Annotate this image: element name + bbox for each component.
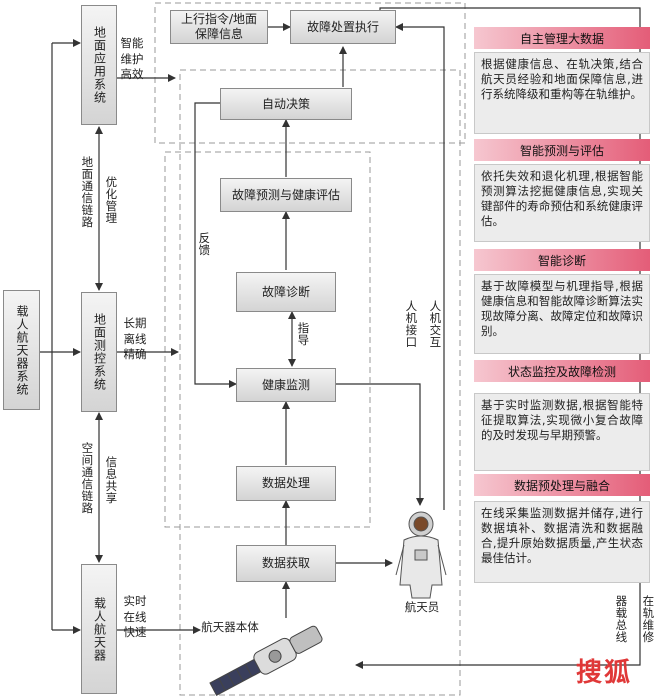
human-interaction-label: 人机交互 xyxy=(428,300,443,348)
outer-dashed-region xyxy=(154,2,466,144)
panel-title-diagnosis: 智能诊断 xyxy=(474,249,650,271)
monitor-to-astronaut xyxy=(336,383,424,506)
panel-body-predict: 依托失效和退化机理,根据智能预测算法挖掘健康信息,实现关键部件的寿命预估和系统健… xyxy=(474,164,650,242)
health-monitor-box: 健康监测 xyxy=(236,368,336,402)
spacecraft-figure xyxy=(209,625,323,696)
feedback-label: 反馈 xyxy=(197,232,212,256)
panel-body-diagnosis: 基于故障模型与机理指导,根据健康信息和智能故障诊断算法实现故障分离、故障定位和故… xyxy=(474,274,650,354)
onorbit-label: 在轨维修 xyxy=(641,595,656,643)
astronaut-label: 航天员 xyxy=(404,600,440,614)
fault-exec-box: 故障处置执行 xyxy=(290,10,396,44)
panel-title-monitoring: 状态监控及故障检测 xyxy=(474,360,650,382)
panel-title-predict: 智能预测与评估 xyxy=(474,139,650,161)
ground-app-system-box: 地面应用系统 xyxy=(81,5,117,125)
watermark-logo: 搜狐 xyxy=(575,657,632,688)
bus-label: 器载总线 xyxy=(614,595,629,643)
astronaut-figure xyxy=(395,511,447,599)
fault-diag-box: 故障诊断 xyxy=(236,272,336,312)
data-acquire-box: 数据获取 xyxy=(236,545,336,582)
spacecraft-box: 载人航天器 xyxy=(81,564,117,694)
panel-title-autonomous: 自主管理大数据 xyxy=(474,27,650,49)
human-interface-label: 人机接口 xyxy=(404,300,419,348)
spacecraft-body-label: 航天器本体 xyxy=(201,620,259,634)
panel-body-autonomous: 根据健康信息、在轨决策,结合航天员经验和地面保障信息,进行系统降级和重构等在轨维… xyxy=(474,52,650,134)
info-share-label: 信息共享 xyxy=(104,456,119,504)
smart-maintain-label: 智能维护高效 xyxy=(120,36,144,82)
astronaut-to-exec xyxy=(395,23,445,510)
ground-tt-system-box: 地面测控系统 xyxy=(81,292,117,412)
guide-label: 指导 xyxy=(296,322,311,346)
space-comm-link-label: 空间通信链路 xyxy=(80,442,95,514)
realtime-online-label: 实时在线快速 xyxy=(123,594,147,640)
panel-title-preprocess: 数据预处理与融合 xyxy=(474,474,650,496)
middle-dashed-region xyxy=(179,69,461,696)
offline-precise-label: 长期离线精确 xyxy=(123,316,147,362)
data-process-box: 数据处理 xyxy=(236,466,336,501)
inner-dashed-region xyxy=(164,151,371,528)
panel-body-preprocess: 在线采集监测数据并储存,进行数据填补、数据清洗和数据融合,提升原始数据质量,产生… xyxy=(474,501,650,583)
feedback-loop xyxy=(194,102,237,388)
fault-predict-box: 故障预测与健康评估 xyxy=(220,178,352,212)
uplink-info-box: 上行指令/地面保障信息 xyxy=(170,10,268,44)
optimize-manage-label: 优化管理 xyxy=(104,176,119,224)
ground-comm-link-label: 地面通信链路 xyxy=(80,156,95,228)
panel-body-monitoring: 基于实时监测数据,根据智能特征提取算法,实现微小复合故障的及时发现与早期预警。 xyxy=(474,393,650,471)
auto-decision-box: 自动决策 xyxy=(220,88,352,120)
spacecraft-system-box: 载人航天器系统 xyxy=(3,290,40,410)
